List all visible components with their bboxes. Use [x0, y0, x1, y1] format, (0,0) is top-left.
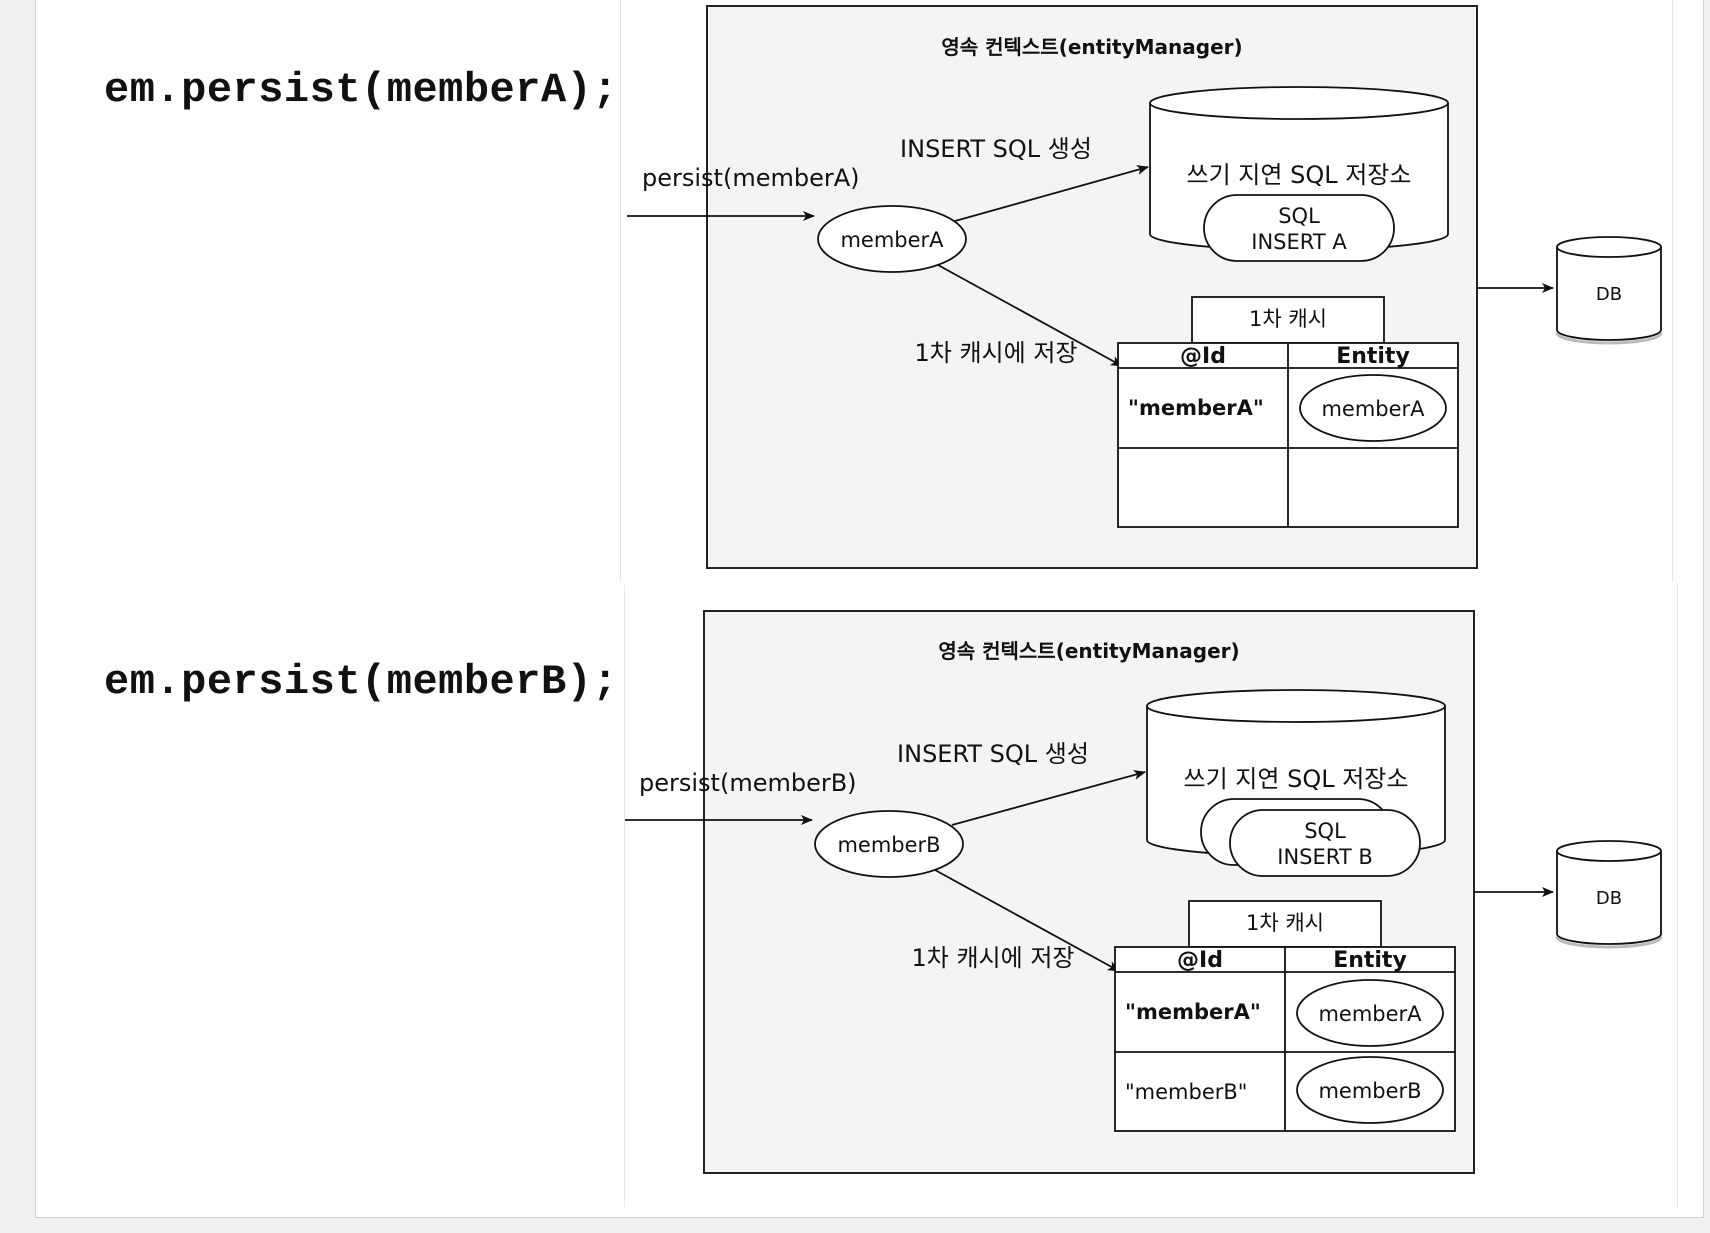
cache-row-1-id: "memberA" [1128, 396, 1264, 420]
diagram-member-b: 영속 컨텍스트(entityManager) persist(memberB) … [625, 610, 1663, 1174]
code-persist-member-a: em.persist(memberA); [104, 66, 619, 114]
sql-insert-pill [1203, 194, 1395, 262]
entity-node [814, 810, 964, 878]
column-header-entity: Entity [1336, 344, 1410, 369]
entity-node [817, 205, 967, 273]
cache-row-1-entity-node [1296, 979, 1444, 1047]
sql-line-1: SQL [1278, 204, 1320, 228]
sql-store-label: 쓰기 지연 SQL 저장소 [1184, 765, 1409, 793]
panel-divider [1672, 0, 1673, 582]
context-title: 영속 컨텍스트(entityManager) [941, 35, 1242, 59]
entity-node-label: memberA [840, 228, 944, 252]
insert-sql-arrow [954, 165, 1149, 222]
insert-sql-label: INSERT SQL 생성 [900, 135, 1092, 163]
cache-row-2-id: "memberB" [1125, 1080, 1247, 1104]
insert-sql-label: INSERT SQL 생성 [897, 740, 1089, 768]
sql-insert-pill [1229, 809, 1421, 877]
column-header-id: @Id [1177, 948, 1223, 973]
code-persist-member-b: em.persist(memberB); [104, 658, 619, 706]
sql-line-2: INSERT A [1251, 230, 1347, 254]
cache-row-2-entity: memberB [1318, 1079, 1421, 1103]
cache-save-label: 1차 캐시에 저장 [914, 339, 1077, 367]
cache-save-arrow [934, 869, 1120, 972]
diagram-member-a: 영속 컨텍스트(entityManager) persist(memberA) … [627, 5, 1663, 569]
context-title: 영속 컨텍스트(entityManager) [938, 639, 1239, 663]
cache-tab-label: 1차 캐시 [1246, 911, 1324, 935]
cache-row-1-entity: memberA [1318, 1002, 1422, 1026]
cache-row-2-entity-node [1296, 1056, 1444, 1124]
cache-row-1-entity-node [1299, 374, 1447, 442]
sql-line-1: SQL [1304, 819, 1346, 843]
panel-divider [620, 0, 621, 582]
cache-tab [1191, 296, 1385, 344]
insert-sql-arrow [951, 770, 1146, 826]
cache-save-arrow [937, 264, 1123, 367]
cache-row-1-entity: memberA [1321, 397, 1425, 421]
panel-divider [624, 585, 625, 1207]
cache-save-label: 1차 캐시에 저장 [911, 944, 1074, 972]
persist-label: persist(memberA) [642, 164, 860, 192]
panel-divider [1677, 585, 1678, 1207]
cache-row-1-id: "memberA" [1125, 1000, 1261, 1024]
database-cylinder [1555, 236, 1663, 345]
persist-label: persist(memberB) [639, 769, 857, 797]
column-header-id: @Id [1180, 344, 1226, 369]
cache-tab-label: 1차 캐시 [1249, 307, 1327, 331]
sql-line-2: INSERT B [1277, 845, 1372, 869]
column-header-entity: Entity [1333, 948, 1407, 973]
database-cylinder [1555, 840, 1663, 949]
cache-tab [1188, 900, 1382, 948]
entity-node-label: memberB [837, 833, 940, 857]
db-label: DB [1596, 888, 1622, 909]
db-label: DB [1596, 284, 1622, 305]
sql-store-label: 쓰기 지연 SQL 저장소 [1187, 161, 1412, 189]
